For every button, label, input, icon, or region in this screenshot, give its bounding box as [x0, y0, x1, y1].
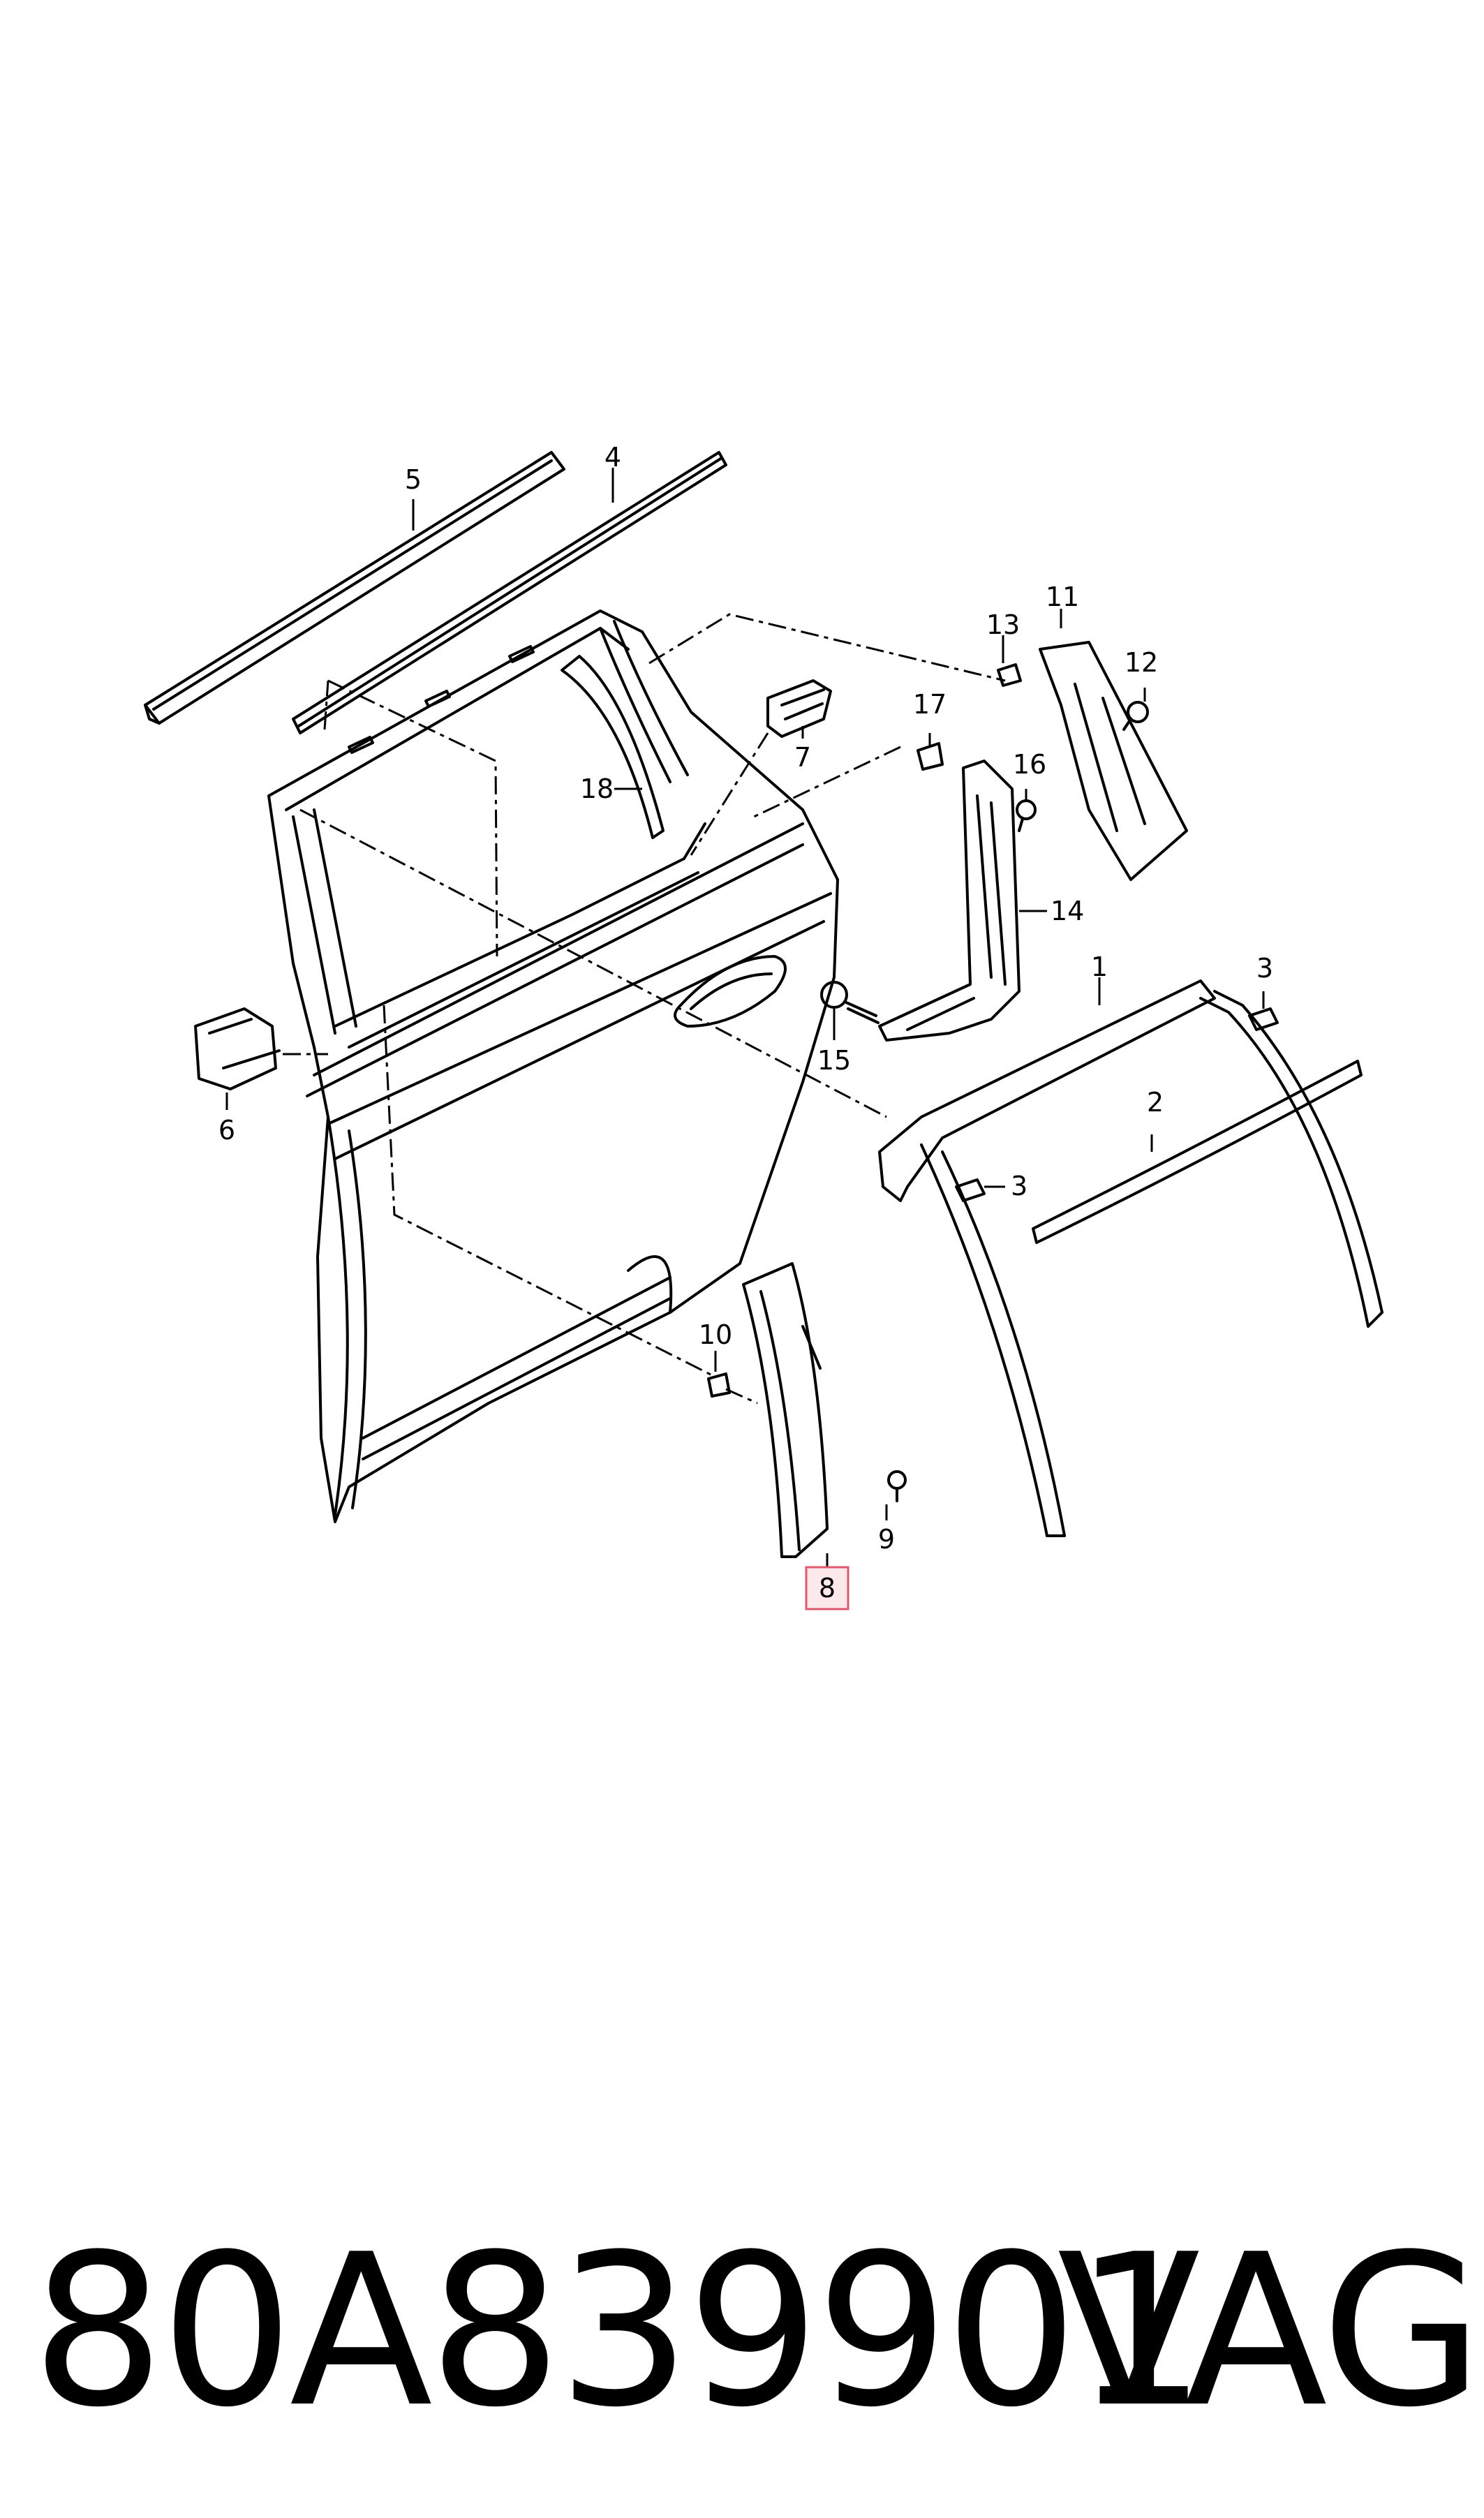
- callout-8: 8: [819, 1573, 836, 1604]
- callout-2: 2: [1147, 1087, 1164, 1118]
- leader-lines: [225, 468, 1265, 1567]
- callout-8-highlight-box: [805, 1566, 849, 1610]
- exploded-parts-diagram: 5 4 11 13 12 17 16 7 18 14 1 3 15 6 2 3 …: [144, 442, 1383, 1610]
- diagram-svg: 5 4 11 13 12 17 16 7 18 14 1 3 15 6 2 3 …: [144, 442, 1383, 1610]
- callout-1: 1: [1091, 951, 1108, 982]
- part-1-window-frame: [878, 979, 1383, 1537]
- door-shell: [267, 609, 839, 1523]
- callout-16: 16: [1013, 749, 1046, 780]
- callout-labels: 5 4 11 13 12 17 16 7 18 14 1 3 15 6 2 3 …: [218, 442, 1273, 1604]
- part-2-strip: [1032, 1060, 1363, 1244]
- part-8-trim: [742, 1262, 829, 1558]
- callout-3-bottom: 3: [1011, 1171, 1027, 1201]
- footer: 80A839901 VAG: [0, 2199, 1484, 2464]
- part-6-bracket: [194, 1007, 281, 1090]
- callout-12: 12: [1125, 647, 1158, 678]
- part-18-channel: [561, 655, 665, 839]
- callout-10: 10: [699, 1319, 732, 1350]
- callout-11: 11: [1046, 582, 1079, 612]
- callout-6: 6: [218, 1115, 235, 1146]
- callout-14: 14: [1051, 896, 1084, 926]
- part-11-trim: [1039, 641, 1188, 881]
- brand-name: VAG: [1057, 2209, 1483, 2453]
- callout-13: 13: [986, 609, 1020, 640]
- callout-4: 4: [604, 442, 621, 473]
- callout-5: 5: [405, 464, 422, 495]
- assembly-lines: [283, 613, 1006, 1405]
- callout-7: 7: [794, 742, 811, 773]
- part-14-pillar-trim: [878, 760, 1021, 1042]
- callout-15: 15: [817, 1045, 851, 1076]
- callout-9: 9: [878, 1524, 895, 1555]
- callout-18: 18: [580, 773, 614, 804]
- callout-3-top: 3: [1256, 953, 1273, 984]
- part-7-bracket: [766, 679, 832, 738]
- callout-17: 17: [913, 689, 947, 720]
- part-4-window-strip: [292, 451, 727, 734]
- part-5-window-strip: [144, 451, 565, 725]
- part-number: 80A839901: [31, 2209, 1207, 2453]
